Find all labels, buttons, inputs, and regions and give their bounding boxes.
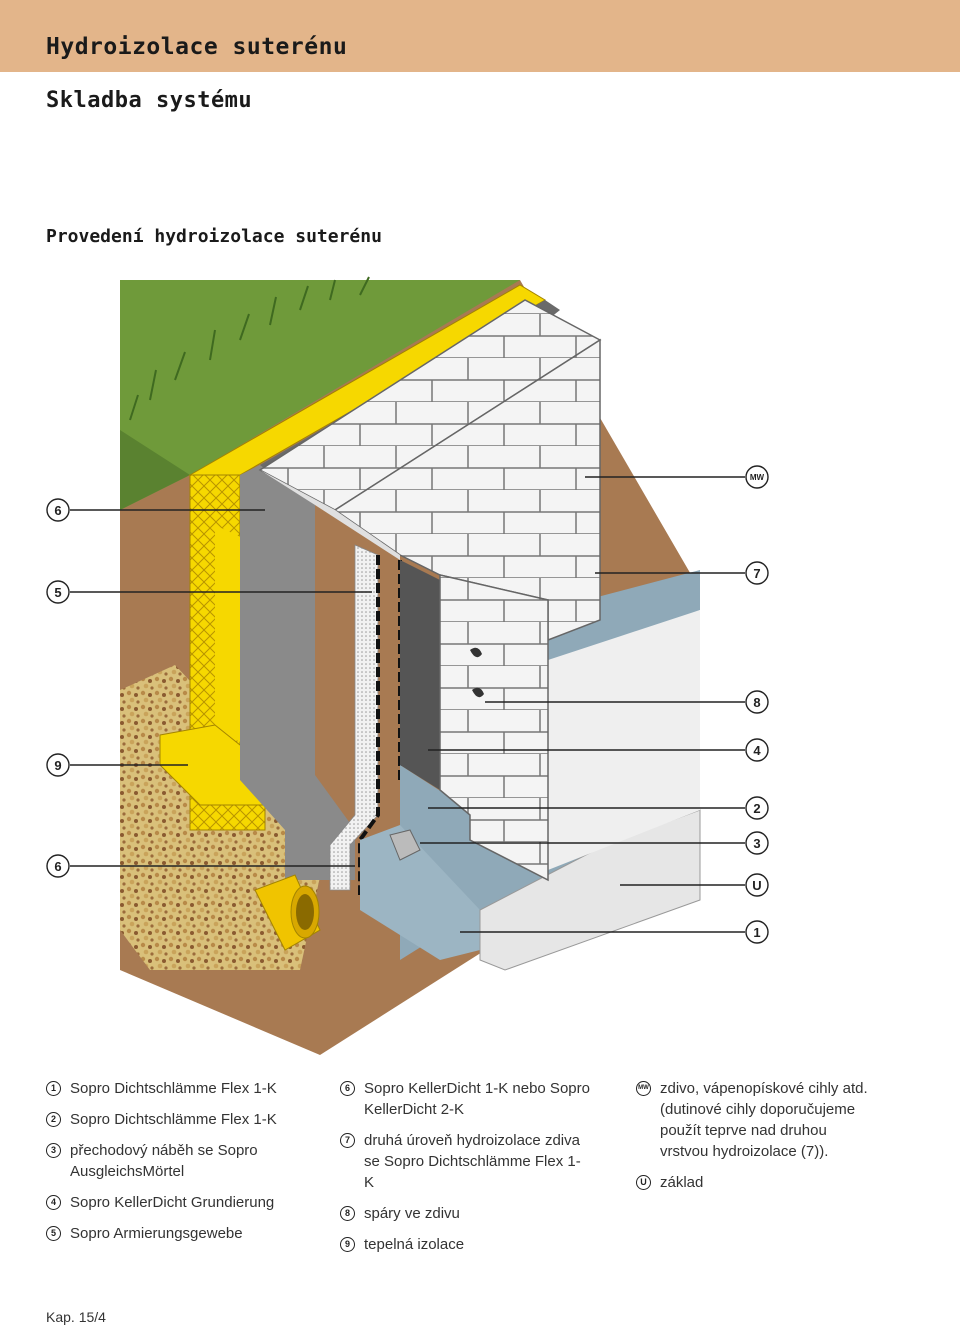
callout-1: 1	[745, 920, 769, 944]
svg-text:5: 5	[54, 585, 61, 600]
legend-marker-1: 1	[46, 1081, 61, 1096]
callout-6-upper: 6	[46, 498, 70, 522]
legend-marker-mw: MW	[636, 1081, 651, 1096]
svg-text:6: 6	[54, 859, 61, 874]
legend-item-7: 7 druhá úroveň hydroizolace zdiva se Sop…	[340, 1130, 590, 1193]
callout-9: 9	[46, 753, 70, 777]
svg-text:4: 4	[753, 743, 761, 758]
legend-column-3: MW zdivo, vápenopískové cihly atd.(dutin…	[636, 1078, 876, 1203]
section-title: Provedení hydroizolace suterénu	[46, 226, 382, 247]
legend-marker-7: 7	[340, 1133, 355, 1148]
svg-text:U: U	[752, 878, 761, 893]
legend-item-9: 9 tepelná izolace	[340, 1234, 590, 1255]
legend-column-1: 1 Sopro Dichtschlämme Flex 1-K 2 Sopro D…	[46, 1078, 296, 1254]
foundation	[479, 610, 701, 971]
legend-text-8: spáry ve zdivu	[364, 1205, 460, 1222]
legend-marker-5: 5	[46, 1226, 61, 1241]
grass	[120, 276, 520, 510]
legend-item-1: 1 Sopro Dichtschlämme Flex 1-K	[46, 1078, 296, 1099]
legend-item-4: 4 Sopro KellerDicht Grundierung	[46, 1192, 296, 1213]
callout-2: 2	[745, 796, 769, 820]
legend-item-2: 2 Sopro Dichtschlämme Flex 1-K	[46, 1109, 296, 1130]
legend-marker-9: 9	[340, 1237, 355, 1252]
svg-text:7: 7	[753, 566, 760, 581]
legend-item-8: 8 spáry ve zdivu	[340, 1203, 590, 1224]
svg-text:1: 1	[753, 925, 760, 940]
svg-text:9: 9	[54, 758, 61, 773]
legend-text-7: druhá úroveň hydroizolace zdiva se Sopro…	[364, 1132, 581, 1191]
callout-u: U	[745, 873, 769, 897]
page-reference: Kap. 15/4	[46, 1309, 106, 1325]
legend-text-9: tepelná izolace	[364, 1236, 465, 1253]
legend-marker-4: 4	[46, 1195, 61, 1210]
svg-text:2: 2	[753, 801, 760, 816]
legend-column-2: 6 Sopro KellerDicht 1-K nebo Sopro Kelle…	[340, 1078, 590, 1265]
svg-text:3: 3	[753, 836, 760, 851]
primer-zone	[400, 560, 440, 790]
legend-text-3: přechodový náběh se Sopro AusgleichsMört…	[70, 1142, 258, 1180]
svg-text:8: 8	[753, 695, 760, 710]
svg-text:6: 6	[54, 503, 61, 518]
document-subtitle: Skladba systému	[46, 88, 253, 113]
legend-text-u: základ	[660, 1174, 704, 1191]
legend-item-3: 3 přechodový náběh se Sopro AusgleichsMö…	[46, 1140, 296, 1182]
drain-pipe	[254, 874, 321, 951]
callout-7: 7	[745, 561, 769, 585]
legend-marker-u: U	[636, 1175, 651, 1190]
blue-coating	[360, 570, 700, 960]
legend-marker-6: 6	[340, 1081, 355, 1096]
legend-text-6: Sopro KellerDicht 1-K nebo Sopro KellerD…	[364, 1080, 590, 1118]
legend-text-mw: zdivo, vápenopískové cihly atd.(dutinové…	[660, 1080, 868, 1160]
masonry-wall	[258, 299, 602, 882]
legend-text-5: Sopro Armierungsgewebe	[70, 1225, 243, 1242]
callout-5: 5	[46, 580, 70, 604]
svg-text:MW: MW	[750, 473, 765, 482]
legend-item-6: 6 Sopro KellerDicht 1-K nebo Sopro Kelle…	[340, 1078, 590, 1120]
header-band	[0, 0, 960, 72]
legend-marker-3: 3	[46, 1143, 61, 1158]
legend-marker-8: 8	[340, 1206, 355, 1221]
legend-text-2: Sopro Dichtschlämme Flex 1-K	[70, 1111, 277, 1128]
document-title: Hydroizolace suterénu	[46, 34, 348, 60]
callout-mw: MW	[745, 465, 769, 489]
legend-item-u: U základ	[636, 1172, 876, 1193]
callout-6-lower: 6	[46, 854, 70, 878]
callout-4: 4	[745, 738, 769, 762]
callout-lines	[70, 476, 745, 933]
callout-3: 3	[745, 831, 769, 855]
callout-8: 8	[745, 690, 769, 714]
legend-item-mw: MW zdivo, vápenopískové cihly atd.(dutin…	[636, 1078, 876, 1162]
legend-item-5: 5 Sopro Armierungsgewebe	[46, 1223, 296, 1244]
legend-marker-2: 2	[46, 1112, 61, 1127]
basement-waterproofing-illustration: 6 5 9 6 MW 7 8 4 2 3 U 1	[46, 276, 769, 1055]
legend-text-1: Sopro Dichtschlämme Flex 1-K	[70, 1080, 277, 1097]
legend-text-4: Sopro KellerDicht Grundierung	[70, 1194, 275, 1211]
connector-piece	[389, 829, 421, 861]
